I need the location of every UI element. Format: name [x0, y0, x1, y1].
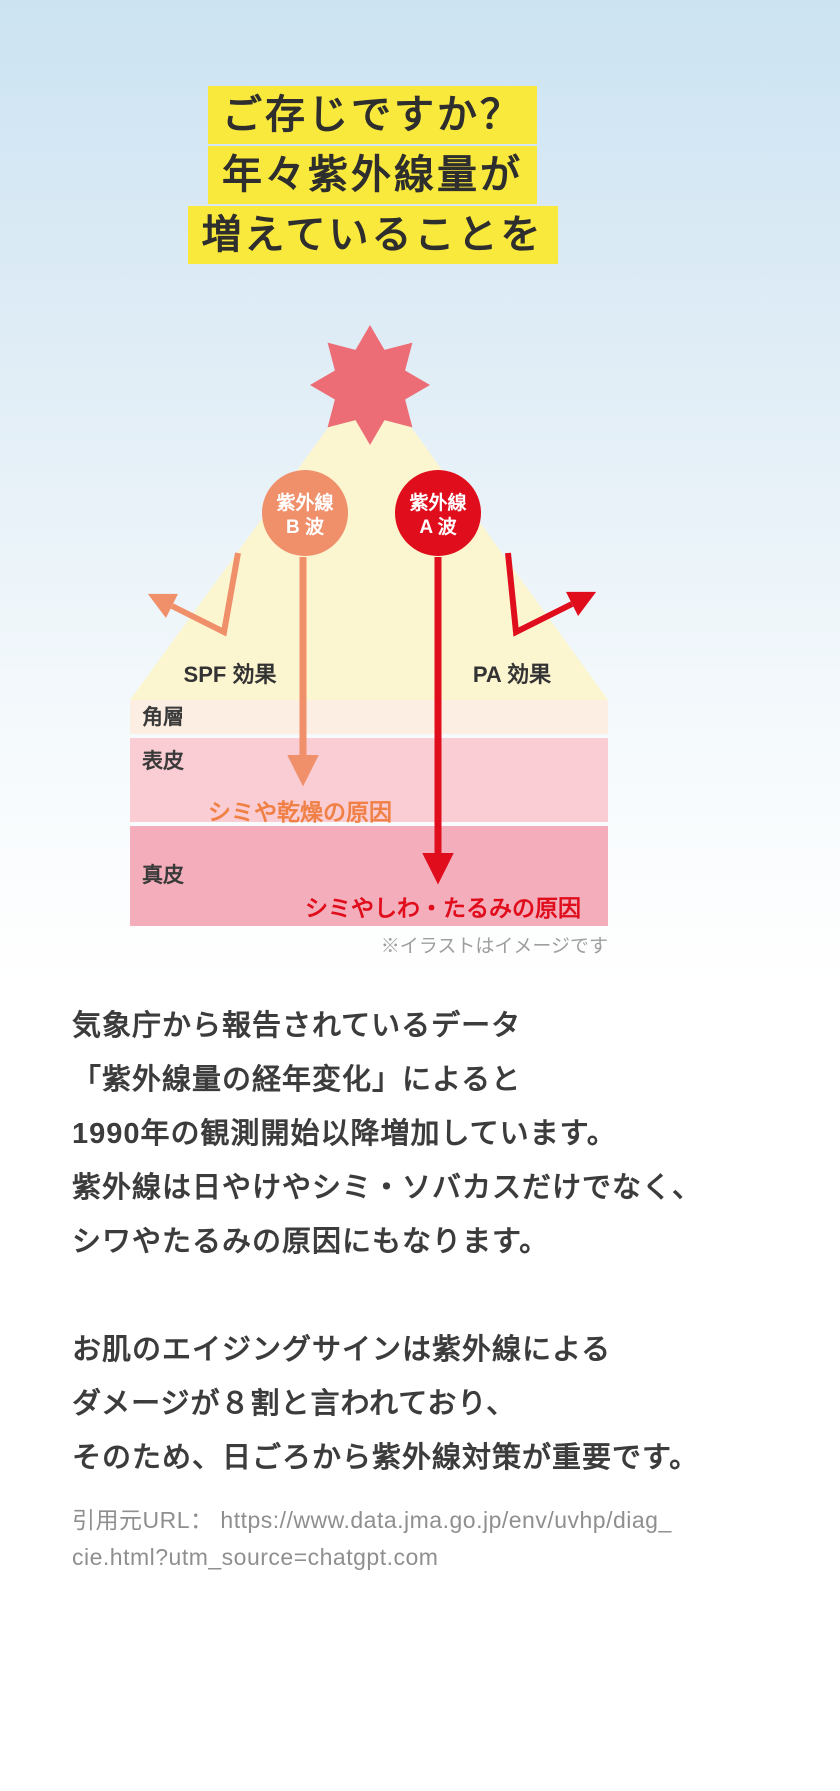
layer-label-stratum-corneum: 角層 [142, 705, 184, 729]
text-line: 1990年の観測開始以降増加しています。 [72, 1118, 617, 1150]
pa-effect-label: PA 効果 [473, 662, 551, 687]
uva-badge: 紫外線 A 波 [395, 470, 481, 556]
uvb-badge-label-1: 紫外線 [276, 491, 333, 514]
title-line-1: ご存じですか？ [208, 86, 537, 144]
light-beam [130, 370, 608, 700]
sun-icon [310, 325, 430, 445]
text-line: 「紫外線量の経年変化」によると [72, 1064, 522, 1096]
uva-badge-label-2: A 波 [419, 515, 457, 538]
source-url-line-2: cie.html?utm_source=chatgpt.com [72, 1544, 439, 1570]
source-citation: 引用元URL： https://www.data.jma.go.jp/env/u… [72, 1502, 792, 1576]
illustration-note: ※イラストはイメージです [381, 936, 608, 957]
title-line-2: 年々紫外線量が [208, 146, 537, 204]
layer-epidermis [130, 738, 608, 822]
text-line: そのため、日ごろから紫外線対策が重要です。 [72, 1442, 700, 1474]
spf-effect-label: SPF 効果 [184, 662, 277, 687]
title-block: ご存じですか？ 年々紫外線量が 増えていることを [0, 86, 745, 266]
layer-label-epidermis: 表皮 [142, 750, 184, 773]
body-paragraph-2: お肌のエイジングサインは紫外線による ダメージが８割と言われており、 そのため、… [72, 1323, 792, 1485]
sun-core [332, 347, 408, 423]
layer-stratum-corneum [130, 700, 608, 734]
uva-badge-label-1: 紫外線 [409, 491, 466, 514]
uva-reflect-arrow [505, 552, 597, 637]
text-line: ダメージが８割と言われており、 [72, 1388, 517, 1420]
uvb-badge-circle [262, 470, 348, 556]
title-line-3: 増えていることを [187, 206, 558, 264]
layer-dermis [130, 826, 608, 926]
title-line: 増えていることを [0, 206, 745, 264]
uva-effect-text: シミやしわ・たるみの原因 [305, 895, 581, 921]
uvb-effect-text: シミや乾燥の原因 [208, 799, 392, 825]
text-line: 紫外線は日やけやシミ・ソバカスだけでなく、 [72, 1172, 703, 1204]
text-line: シワやたるみの原因にもなります。 [72, 1226, 550, 1258]
title-line: ご存じですか？ [0, 86, 745, 144]
uvb-badge-label-2: B 波 [286, 515, 325, 538]
uvb-badge: 紫外線 B 波 [262, 470, 348, 556]
uva-badge-circle [395, 470, 481, 556]
text-line: お肌のエイジングサインは紫外線による [72, 1334, 612, 1366]
source-url-line-1: 引用元URL： https://www.data.jma.go.jp/env/u… [72, 1507, 672, 1533]
uv-skin-diagram: 紫外線 B 波 紫外線 A 波 SPF 効果 PA 効果 角層 表皮 真皮 シミ… [130, 325, 608, 957]
body-paragraph-1: 気象庁から報告されているデータ 「紫外線量の経年変化」によると 1990年の観測… [72, 999, 792, 1269]
title-line: 年々紫外線量が [0, 146, 745, 204]
layer-label-dermis: 真皮 [142, 863, 184, 887]
text-line: 気象庁から報告されているデータ [72, 1010, 522, 1042]
uvb-reflect-arrow [147, 552, 241, 637]
